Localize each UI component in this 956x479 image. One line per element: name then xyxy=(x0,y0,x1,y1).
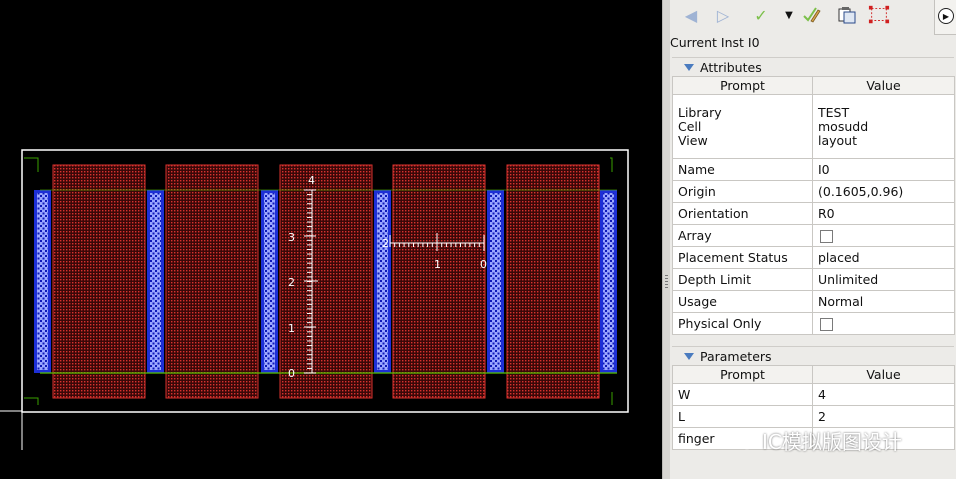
parameters-col-value: Value xyxy=(812,365,955,384)
depth-limit-prompt: Depth Limit xyxy=(672,268,813,291)
splitter-grip[interactable] xyxy=(665,275,668,289)
finger-2 xyxy=(165,164,259,399)
watermark-text: IC模拟版图设计 xyxy=(762,430,902,454)
orientation-value[interactable]: R0 xyxy=(812,202,955,225)
l-prompt: L xyxy=(672,405,813,428)
vruler-label-3: 3 xyxy=(288,231,295,244)
vruler-label-0: 0 xyxy=(288,367,295,380)
array-prompt: Array xyxy=(672,224,813,247)
copy-icon[interactable] xyxy=(836,4,858,26)
toolbar-scroll-button[interactable]: ▶ xyxy=(934,0,956,35)
parameters-header[interactable]: Parameters xyxy=(672,346,954,365)
cell-boundary xyxy=(21,149,629,413)
horizontal-ruler xyxy=(389,233,485,251)
origin-prompt: Origin xyxy=(672,180,813,203)
checkmark-icon[interactable]: ✓ xyxy=(754,5,768,25)
back-arrow-icon[interactable]: ◀︎ xyxy=(684,5,698,25)
origin-value[interactable]: (0.1605,0.96) xyxy=(812,180,955,203)
vruler-label-4: 4 xyxy=(308,174,315,187)
finger-5 xyxy=(506,164,600,399)
array-checkbox[interactable] xyxy=(820,230,833,243)
dot-row-bottom xyxy=(40,405,620,407)
current-inst-label: Current Inst I0 xyxy=(670,35,760,50)
contact-strips xyxy=(34,190,617,373)
property-panel: ◀︎ ▷ ✓ ▼ ▶ Current Inst I0 Attributes Pr… xyxy=(670,0,956,479)
attributes-header[interactable]: Attributes xyxy=(672,57,954,76)
table-row[interactable]: finger xyxy=(672,427,955,450)
dot-row-top xyxy=(40,156,620,158)
usage-prompt: Usage xyxy=(672,290,813,313)
vruler-label-2: 2 xyxy=(288,276,295,289)
table-row[interactable]: Array xyxy=(672,224,955,247)
w-value[interactable]: 4 xyxy=(812,383,955,406)
chevron-right-icon: ▶ xyxy=(938,8,954,24)
placement-status-value[interactable]: placed xyxy=(812,246,955,269)
metal-fingers xyxy=(52,164,600,399)
w-prompt: W xyxy=(672,383,813,406)
physical-only-checkbox[interactable] xyxy=(820,318,833,331)
finger-1 xyxy=(52,164,146,399)
vruler-label-1: 1 xyxy=(288,322,295,335)
forward-arrow-icon[interactable]: ▷ xyxy=(716,5,730,25)
placement-status-prompt: Placement Status xyxy=(672,246,813,269)
layout-canvas[interactable]: 4 3 2 1 0 2 1 0 xyxy=(0,0,662,479)
select-area-icon[interactable] xyxy=(868,4,890,26)
layout-drawing[interactable]: 4 3 2 1 0 2 1 0 xyxy=(0,0,662,479)
l-value[interactable]: 2 xyxy=(812,405,955,428)
hruler-label-1: 1 xyxy=(434,258,441,271)
depth-limit-value[interactable]: Unlimited xyxy=(812,268,955,291)
parameters-col-prompt: Prompt xyxy=(672,365,813,384)
chevron-down-icon[interactable]: ▼ xyxy=(785,9,793,21)
edit-check-icon[interactable] xyxy=(800,4,822,26)
physical-only-prompt: Physical Only xyxy=(672,312,813,335)
watermark: IC模拟版图设计 xyxy=(730,426,902,455)
table-row[interactable]: Physical Only xyxy=(672,312,955,335)
usage-value[interactable]: Normal xyxy=(812,290,955,313)
table-row[interactable]: Origin(0.1605,0.96) xyxy=(672,180,955,203)
attributes-col-prompt: Prompt xyxy=(672,76,813,95)
orientation-prompt: Orientation xyxy=(672,202,813,225)
finger-value[interactable] xyxy=(812,427,955,450)
array-value xyxy=(812,224,955,247)
finger-4 xyxy=(392,164,486,399)
vertical-ruler xyxy=(304,189,318,374)
physical-only-value xyxy=(812,312,955,335)
name-prompt: Name xyxy=(672,158,813,181)
attributes-title: Attributes xyxy=(700,59,762,75)
collapse-triangle-icon[interactable] xyxy=(684,63,694,71)
hruler-label-0: 0 xyxy=(480,258,487,271)
collapse-triangle-icon[interactable] xyxy=(684,352,694,360)
hruler-label-2: 2 xyxy=(382,237,389,250)
attributes-col-value: Value xyxy=(812,76,955,95)
panel-splitter[interactable] xyxy=(662,0,671,479)
parameters-title: Parameters xyxy=(700,348,772,364)
wechat-logo-icon xyxy=(730,431,756,451)
finger-3 xyxy=(279,164,373,399)
name-value[interactable]: I0 xyxy=(812,158,955,181)
property-toolbar: ◀︎ ▷ ✓ ▼ ▶ xyxy=(670,0,956,35)
